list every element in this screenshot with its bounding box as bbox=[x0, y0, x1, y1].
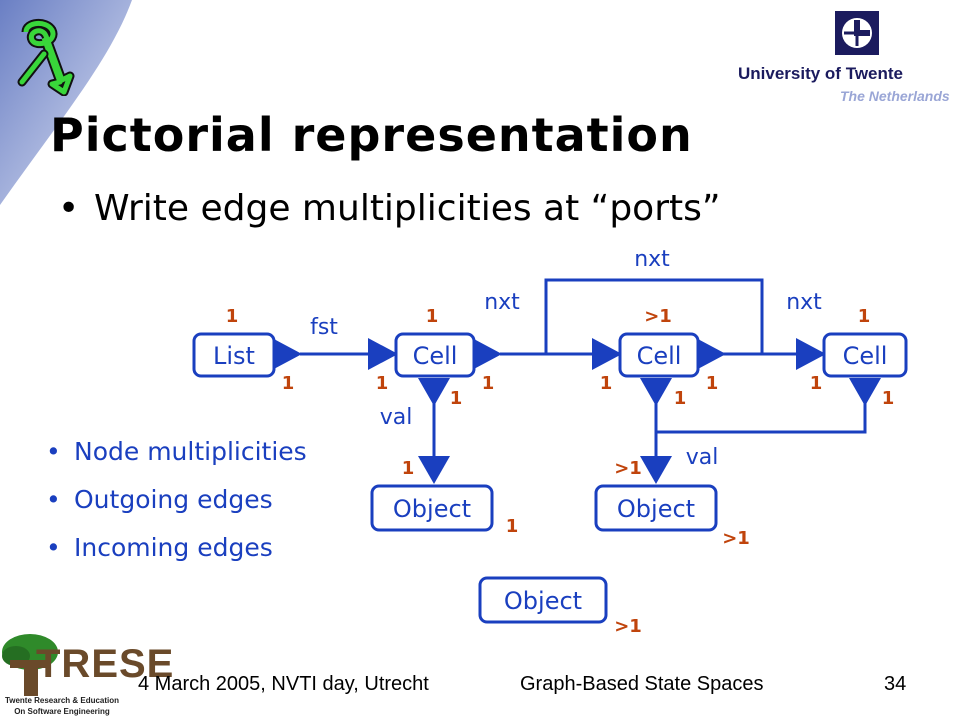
mult-cell3-nxt-in: 1 bbox=[810, 373, 823, 394]
node-list-label: List bbox=[213, 342, 255, 370]
sub-bullet-node-multiplicities: •Node multiplicities bbox=[46, 434, 307, 482]
node-list bbox=[192, 332, 276, 378]
port-cell1-in-icon bbox=[368, 338, 398, 370]
main-bullet: • Write edge multiplicities at “ports” bbox=[58, 188, 721, 229]
edge-label-val-left: val bbox=[380, 405, 413, 430]
node-cell-2-label: Cell bbox=[637, 342, 682, 370]
university-emblem-icon bbox=[835, 11, 879, 55]
node-cell-1-label: Cell bbox=[413, 342, 458, 370]
port-cell1-down-icon bbox=[418, 378, 450, 406]
mult-object2-val-in: >1 bbox=[614, 458, 642, 479]
mult-cell1-val-out: 1 bbox=[450, 388, 463, 409]
mult-cell1-nxt-out: 1 bbox=[482, 373, 495, 394]
mult-object2-node: >1 bbox=[722, 528, 750, 549]
bullet-dot-icon: • bbox=[46, 485, 61, 514]
mult-cell1-node: 1 bbox=[426, 306, 439, 327]
sub-bullet-incoming-edges: •Incoming edges bbox=[46, 530, 307, 578]
mult-cell2-val-out: 1 bbox=[674, 388, 687, 409]
bullet-dot-icon: • bbox=[46, 437, 61, 466]
bullet-dot-icon: • bbox=[58, 188, 80, 229]
node-cell-1 bbox=[394, 332, 476, 378]
edge-val-cell3-object2 bbox=[656, 380, 867, 434]
footer-talk-title: Graph-Based State Spaces bbox=[520, 673, 764, 695]
node-object-1-label: Object bbox=[393, 495, 471, 523]
tree-icon bbox=[2, 634, 58, 696]
port-list-out-icon bbox=[272, 338, 302, 370]
sub-bullet-list: •Node multiplicities •Outgoing edges •In… bbox=[46, 434, 307, 578]
edge-label-nxt-top: nxt bbox=[634, 247, 670, 272]
trese-line-1: Twente Research & Education bbox=[4, 696, 120, 705]
edge-label-nxt-left: nxt bbox=[484, 290, 520, 315]
trese-logo: TRESE Twente Research & Education On Sof… bbox=[0, 630, 173, 720]
mult-cell2-node: >1 bbox=[644, 306, 672, 327]
port-cell3-in-icon bbox=[796, 338, 826, 370]
mult-cell2-nxt-out: 1 bbox=[706, 373, 719, 394]
mult-cell3-node: 1 bbox=[858, 306, 871, 327]
node-object-3 bbox=[478, 576, 608, 624]
port-cell3-down-icon bbox=[849, 378, 881, 406]
sub-bullet-outgoing-edges: •Outgoing edges bbox=[46, 482, 307, 530]
node-object-2-label: Object bbox=[617, 495, 695, 523]
node-cell-2 bbox=[618, 332, 700, 378]
port-cell2-in-icon bbox=[592, 338, 622, 370]
edge-label-val-right: val bbox=[686, 445, 719, 470]
mult-object3-node: >1 bbox=[614, 616, 642, 637]
port-cell2-out-icon bbox=[696, 338, 726, 370]
university-country: The Netherlands bbox=[840, 88, 950, 104]
node-cell-3-label: Cell bbox=[843, 342, 888, 370]
footer-page-number: 34 bbox=[884, 673, 907, 695]
mult-cell1-fst-in: 1 bbox=[376, 373, 389, 394]
node-cell-3 bbox=[822, 332, 908, 378]
main-bullet-text: Write edge multiplicities at “ports” bbox=[94, 188, 721, 229]
edge-label-nxt-right: nxt bbox=[786, 290, 822, 315]
mult-object1-node: 1 bbox=[506, 516, 519, 537]
edge-nxt-top-loop bbox=[544, 278, 764, 354]
mult-cell2-nxt-in: 1 bbox=[600, 373, 613, 394]
port-object1-in-icon bbox=[418, 456, 450, 484]
node-object-3-label: Object bbox=[504, 587, 582, 615]
bullet-dot-icon: • bbox=[46, 533, 61, 562]
slide-title: Pictorial representation bbox=[50, 108, 693, 162]
trese-line-2: On Software Engineering bbox=[14, 707, 110, 716]
edge-label-fst: fst bbox=[310, 315, 338, 340]
port-object2-in-icon bbox=[640, 456, 672, 484]
port-cell2-down-icon bbox=[640, 378, 672, 406]
decorative-swoosh bbox=[0, 0, 132, 205]
node-object-1 bbox=[370, 484, 494, 532]
university-logo: University of Twente The Netherlands bbox=[734, 8, 954, 108]
mult-object1-val-in: 1 bbox=[402, 458, 415, 479]
trese-wordmark: TRESE bbox=[36, 642, 175, 686]
groove-logo-icon bbox=[17, 19, 75, 96]
mult-list-fst-out: 1 bbox=[282, 373, 295, 394]
port-cell1-out-icon bbox=[472, 338, 502, 370]
mult-cell3-val-out: 1 bbox=[882, 388, 895, 409]
university-name: University of Twente bbox=[738, 64, 903, 83]
node-object-2 bbox=[594, 484, 718, 532]
footer-date-venue: 4 March 2005, NVTI day, Utrecht bbox=[138, 673, 429, 695]
mult-list-node: 1 bbox=[226, 306, 239, 327]
